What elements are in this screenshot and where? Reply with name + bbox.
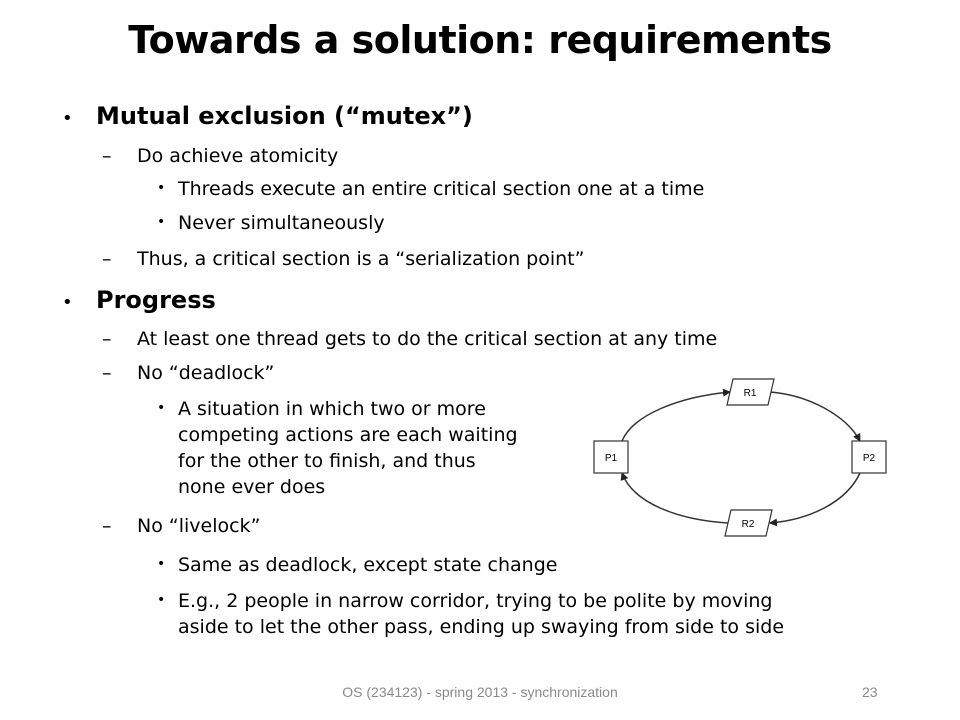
dash-icon: – [102,515,112,537]
arc-p2-r2 [769,472,861,527]
deadlock-definition-line-1: A situation in which two or more [178,398,486,420]
bullet-progress: Progress [96,286,216,314]
sub-threads-execute: Threads execute an entire critical secti… [178,178,705,200]
arc-r2-p1 [620,472,729,524]
sub-same-as-deadlock: Same as deadlock, except state change [178,554,558,576]
dash-icon: – [102,248,112,270]
deadlock-diagram: P1 P2 R1 R2 [593,378,887,537]
bullet-icon: • [157,556,166,572]
arc-p1-r1 [621,388,731,442]
resource-r2-label: R2 [742,519,755,530]
example-line-1: E.g., 2 people in narrow corridor, tryin… [178,590,773,612]
dash-icon: – [102,145,112,167]
process-p1-box [593,440,629,474]
process-p2-label: P2 [863,453,876,464]
dash-icon: – [102,362,112,384]
dash-icon: – [102,328,112,350]
sub-no-deadlock: No “deadlock” [137,362,275,384]
page-number: 23 [862,684,878,700]
sub-never-simultaneously: Never simultaneously [178,212,385,234]
sub-at-least-one: At least one thread gets to do the criti… [137,328,718,350]
slide-footer: OS (234123) - spring 2013 - synchronizat… [342,684,618,700]
bullet-icon: • [157,400,166,416]
bullet-icon: • [157,214,166,230]
bullet-icon: • [157,180,166,196]
process-p1-label: P1 [605,453,618,464]
example-line-2: aside to let the other pass, ending up s… [178,616,785,638]
resource-r1-label: R1 [744,388,757,399]
bullet-icon: • [62,108,73,129]
resource-r2-shape [724,509,773,537]
process-p2-box [851,440,887,474]
resource-r1-shape [726,378,775,406]
sub-atomicity: Do achieve atomicity [137,145,339,167]
arc-r1-p2 [769,391,861,442]
bullet-icon: • [62,292,73,313]
bullet-mutex: Mutual exclusion (“mutex”) [96,102,473,130]
sub-no-livelock: No “livelock” [137,515,261,537]
sub-serialization: Thus, a critical section is a “serializa… [137,248,585,270]
deadlock-definition-line-3: for the other to finish, and thus [178,450,476,472]
slide-title: Towards a solution: requirements [128,18,832,62]
bullet-icon: • [157,592,166,608]
deadlock-definition-line-2: competing actions are each waiting [178,424,518,446]
deadlock-definition-line-4: none ever does [178,476,326,498]
